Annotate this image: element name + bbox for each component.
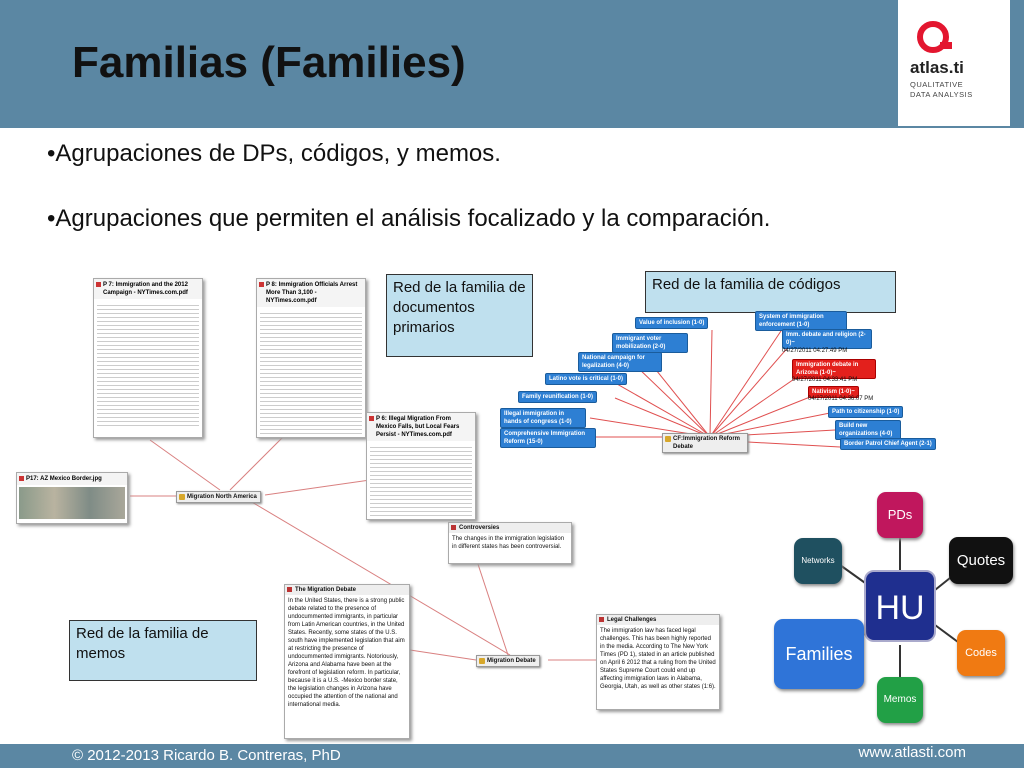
code-node[interactable]: Comprehensive Immigration Reform (15-0) — [500, 428, 596, 448]
memo-controversies[interactable]: Controversies The changes in the immigra… — [448, 522, 572, 564]
code-node[interactable]: Immigrant voter mobilization (2-0) — [612, 333, 688, 353]
primary-document-p7[interactable]: P 7: Immigration and the 2012 Campaign -… — [93, 278, 203, 438]
primary-document-p8[interactable]: P 8: Immigration Officials Arrest More T… — [256, 278, 366, 438]
document-title: P 8: Immigration Officials Arrest More T… — [257, 279, 365, 307]
memo-title: The Migration Debate — [285, 585, 409, 595]
logo-tagline: QUALITATIVE DATA ANALYSIS — [910, 80, 973, 99]
footer-url[interactable]: www.atlasti.com — [858, 744, 966, 761]
code-family-node[interactable]: CF:Immigration Reform Debate — [662, 433, 748, 453]
hu-networks-node: Networks — [794, 538, 842, 584]
primary-document-p6[interactable]: P 6: Illegal Migration From Mexico Falls… — [366, 412, 476, 520]
bullet-1: •Agrupaciones de DPs, códigos, y memos. — [47, 140, 501, 167]
logo-name: atlas.ti — [910, 58, 964, 77]
bullet-2: •Agrupaciones que permiten el análisis f… — [47, 205, 771, 232]
callout-code-family: Red de la familia de códigos — [645, 271, 896, 313]
code-node[interactable]: Imm. debate and religion (2-0)~ — [782, 329, 872, 349]
code-node[interactable]: Illegal immigration in hands of congress… — [500, 408, 586, 428]
hu-node: HU — [864, 570, 936, 642]
atlasti-logo: atlas.ti QUALITATIVE DATA ANALYSIS — [898, 0, 1010, 126]
memo-body: In the United States, there is a strong … — [288, 598, 405, 708]
code-node[interactable]: Latino vote is critical (1-0) — [545, 373, 628, 385]
hu-codes-node: Codes — [957, 630, 1005, 676]
code-timestamp: 04/27/2011 04:33:41 PM — [792, 377, 858, 383]
memo-title: Legal Challenges — [597, 615, 719, 625]
hu-families-node: Families — [774, 619, 864, 689]
code-node[interactable]: Immigration debate in Arizona (1-0)~ — [792, 359, 876, 379]
footer-copyright: © 2012-2013 Ricardo B. Contreras, PhD — [72, 747, 341, 764]
document-preview — [97, 302, 199, 426]
hu-quotes-node: Quotes — [949, 537, 1013, 584]
memo-family-node[interactable]: Migration Debate — [476, 655, 540, 667]
memo-migration-debate[interactable]: The Migration Debate In the United State… — [284, 584, 410, 739]
primary-document-p17-image[interactable]: P17: AZ Mexico Border.jpg — [16, 472, 128, 524]
border-photo — [19, 487, 125, 519]
code-node[interactable]: Value of inclusion (1-0) — [635, 317, 709, 329]
code-node[interactable]: Path to citizenship (1-0) — [828, 406, 904, 418]
code-node[interactable]: National campaign for legalization (4-0) — [578, 352, 662, 372]
document-title: P 6: Illegal Migration From Mexico Falls… — [367, 413, 475, 441]
footer-bar: © 2012-2013 Ricardo B. Contreras, PhD ww… — [0, 744, 1024, 768]
code-node[interactable]: System of immigration enforcement (1-0) — [755, 311, 847, 331]
code-timestamp: 04/27/2011 04:27:49 PM — [782, 348, 848, 354]
memo-body: The immigration law has faced legal chal… — [600, 628, 716, 690]
memo-legal-challenges[interactable]: Legal Challenges The immigration law has… — [596, 614, 720, 710]
callout-memo-family: Red de la familia de memos — [69, 620, 257, 681]
code-node[interactable]: Nativism (1-0)~ — [808, 386, 859, 398]
code-node[interactable]: Family reunification (1-0) — [518, 391, 598, 403]
slide-title: Familias (Families) — [72, 38, 466, 87]
title-bar: Familias (Families) atlas.ti QUALITATIVE… — [0, 0, 1024, 128]
memo-body: The changes in the immigration legislati… — [452, 536, 565, 550]
document-preview — [260, 310, 362, 434]
atlasti-logo-icon — [917, 21, 952, 53]
document-family-node[interactable]: Migration North America — [176, 491, 261, 503]
document-title: P17: AZ Mexico Border.jpg — [17, 473, 127, 485]
document-preview — [370, 444, 472, 516]
hu-memos-node: Memos — [877, 677, 923, 723]
code-timestamp: 04/27/2011 04:36:07 PM — [808, 396, 874, 402]
document-title: P 7: Immigration and the 2012 Campaign -… — [94, 279, 202, 299]
code-node[interactable]: Build new organizations (4-0) — [835, 420, 901, 440]
hu-pds-node: PDs — [877, 492, 923, 538]
code-node[interactable]: Border Patrol Chief Agent (2-1) — [840, 438, 936, 450]
memo-title: Controversies — [449, 523, 571, 533]
callout-document-family: Red de la familia de documentos primario… — [386, 274, 533, 357]
